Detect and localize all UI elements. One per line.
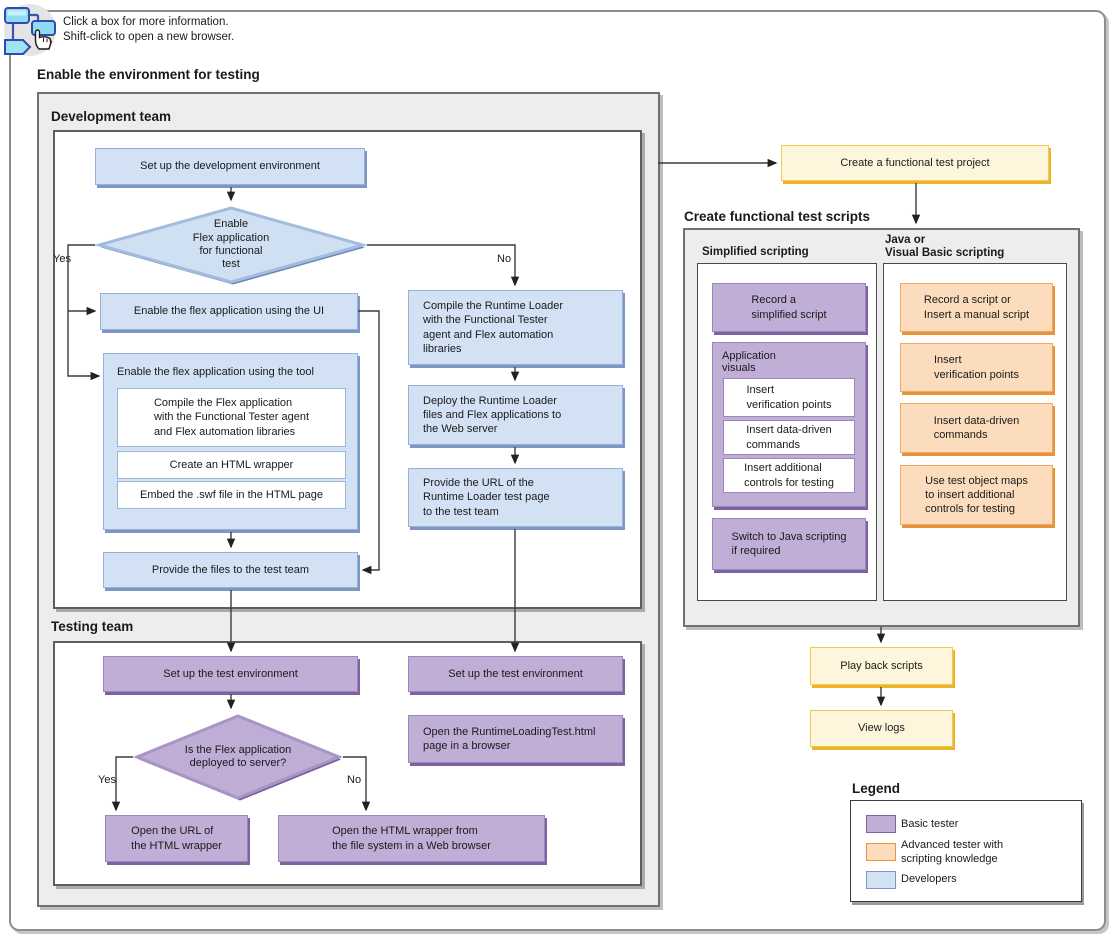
decision-enable-flex-application: Enable Flex application for functional t…	[93, 205, 369, 285]
section-title-enable-environment: Enable the environment for testing	[37, 67, 260, 82]
box-setup-test-environment-left[interactable]: Set up the test environment	[103, 656, 358, 692]
box-insert-additional-controls-simplified[interactable]: Insert additional controls for testing	[723, 458, 855, 493]
box-enable-flex-using-ui[interactable]: Enable the flex application using the UI	[100, 293, 358, 330]
box-record-simplified-script[interactable]: Record a simplified script	[712, 283, 866, 332]
instruction-line-2: Shift-click to open a new browser.	[63, 31, 235, 43]
label-java-vb-line1: Java or	[885, 234, 926, 246]
box-switch-to-java-scripting[interactable]: Switch to Java scripting if required	[712, 518, 866, 570]
box-insert-verification-points-java[interactable]: Insert verification points	[900, 343, 1053, 392]
legend-swatch-advanced-tester	[866, 843, 896, 861]
legend-title: Legend	[852, 781, 901, 796]
legend-label-developers: Developers	[901, 873, 957, 885]
branch-label-no-dev: No	[497, 253, 512, 265]
legend-swatch-developers	[866, 871, 896, 889]
enable-tool-title: Enable the flex application using the to…	[117, 366, 314, 378]
box-open-html-wrapper-file-system[interactable]: Open the HTML wrapper from the file syst…	[278, 815, 545, 862]
legend-label-advanced-tester: Advanced tester with scripting knowledge	[901, 839, 1004, 866]
label-java-vb-line2: Visual Basic scripting	[885, 247, 1005, 259]
section-title-create-scripts: Create functional test scripts	[684, 209, 871, 224]
box-view-logs[interactable]: View logs	[810, 710, 953, 747]
box-record-script-or-manual[interactable]: Record a script or Insert a manual scrip…	[900, 283, 1053, 332]
box-open-runtimeloadingtest[interactable]: Open the RuntimeLoadingTest.html page in…	[408, 715, 623, 763]
page-frame	[9, 10, 1106, 931]
branch-label-yes-dev: Yes	[53, 253, 71, 265]
branch-label-no-test: No	[347, 774, 362, 786]
label-simplified-scripting: Simplified scripting	[702, 246, 809, 258]
box-provide-files-to-test-team[interactable]: Provide the files to the test team	[103, 552, 358, 588]
decision-flex-deployed-text: Is the Flex application deployed to serv…	[184, 743, 292, 769]
box-embed-swf-file[interactable]: Embed the .swf file in the HTML page	[117, 481, 346, 509]
application-visuals-title: Application visuals	[722, 350, 776, 374]
box-compile-runtime-loader[interactable]: Compile the Runtime Loader with the Func…	[408, 290, 623, 365]
box-open-url-html-wrapper[interactable]: Open the URL of the HTML wrapper	[105, 815, 248, 862]
box-create-html-wrapper[interactable]: Create an HTML wrapper	[117, 451, 346, 479]
box-compile-flex-application[interactable]: Compile the Flex application with the Fu…	[117, 388, 346, 447]
legend-label-basic-tester: Basic tester	[901, 818, 959, 830]
box-insert-data-driven-java[interactable]: Insert data-driven commands	[900, 403, 1053, 453]
box-insert-data-driven-simplified[interactable]: Insert data-driven commands	[723, 420, 855, 455]
box-insert-verification-points-simplified[interactable]: Insert verification points	[723, 378, 855, 417]
branch-label-yes-test: Yes	[98, 774, 116, 786]
box-provide-url-test-page[interactable]: Provide the URL of the Runtime Loader te…	[408, 468, 623, 527]
box-create-functional-test-project[interactable]: Create a functional test project	[781, 145, 1049, 181]
instruction-line-1: Click a box for more information.	[63, 16, 229, 28]
decision-enable-flex-text: Enable Flex application for functional t…	[192, 218, 270, 271]
section-title-development-team: Development team	[51, 109, 172, 124]
box-play-back-scripts[interactable]: Play back scripts	[810, 647, 953, 685]
section-title-testing-team: Testing team	[51, 619, 134, 634]
box-use-test-object-maps[interactable]: Use test object maps to insert additiona…	[900, 465, 1053, 525]
box-setup-test-environment-right[interactable]: Set up the test environment	[408, 656, 623, 692]
box-setup-development-environment[interactable]: Set up the development environment	[95, 148, 365, 185]
legend-swatch-basic-tester	[866, 815, 896, 833]
clickable-diagram-icon	[2, 2, 58, 58]
decision-flex-deployed: Is the Flex application deployed to serv…	[133, 713, 343, 801]
box-deploy-runtime-loader[interactable]: Deploy the Runtime Loader files and Flex…	[408, 385, 623, 445]
